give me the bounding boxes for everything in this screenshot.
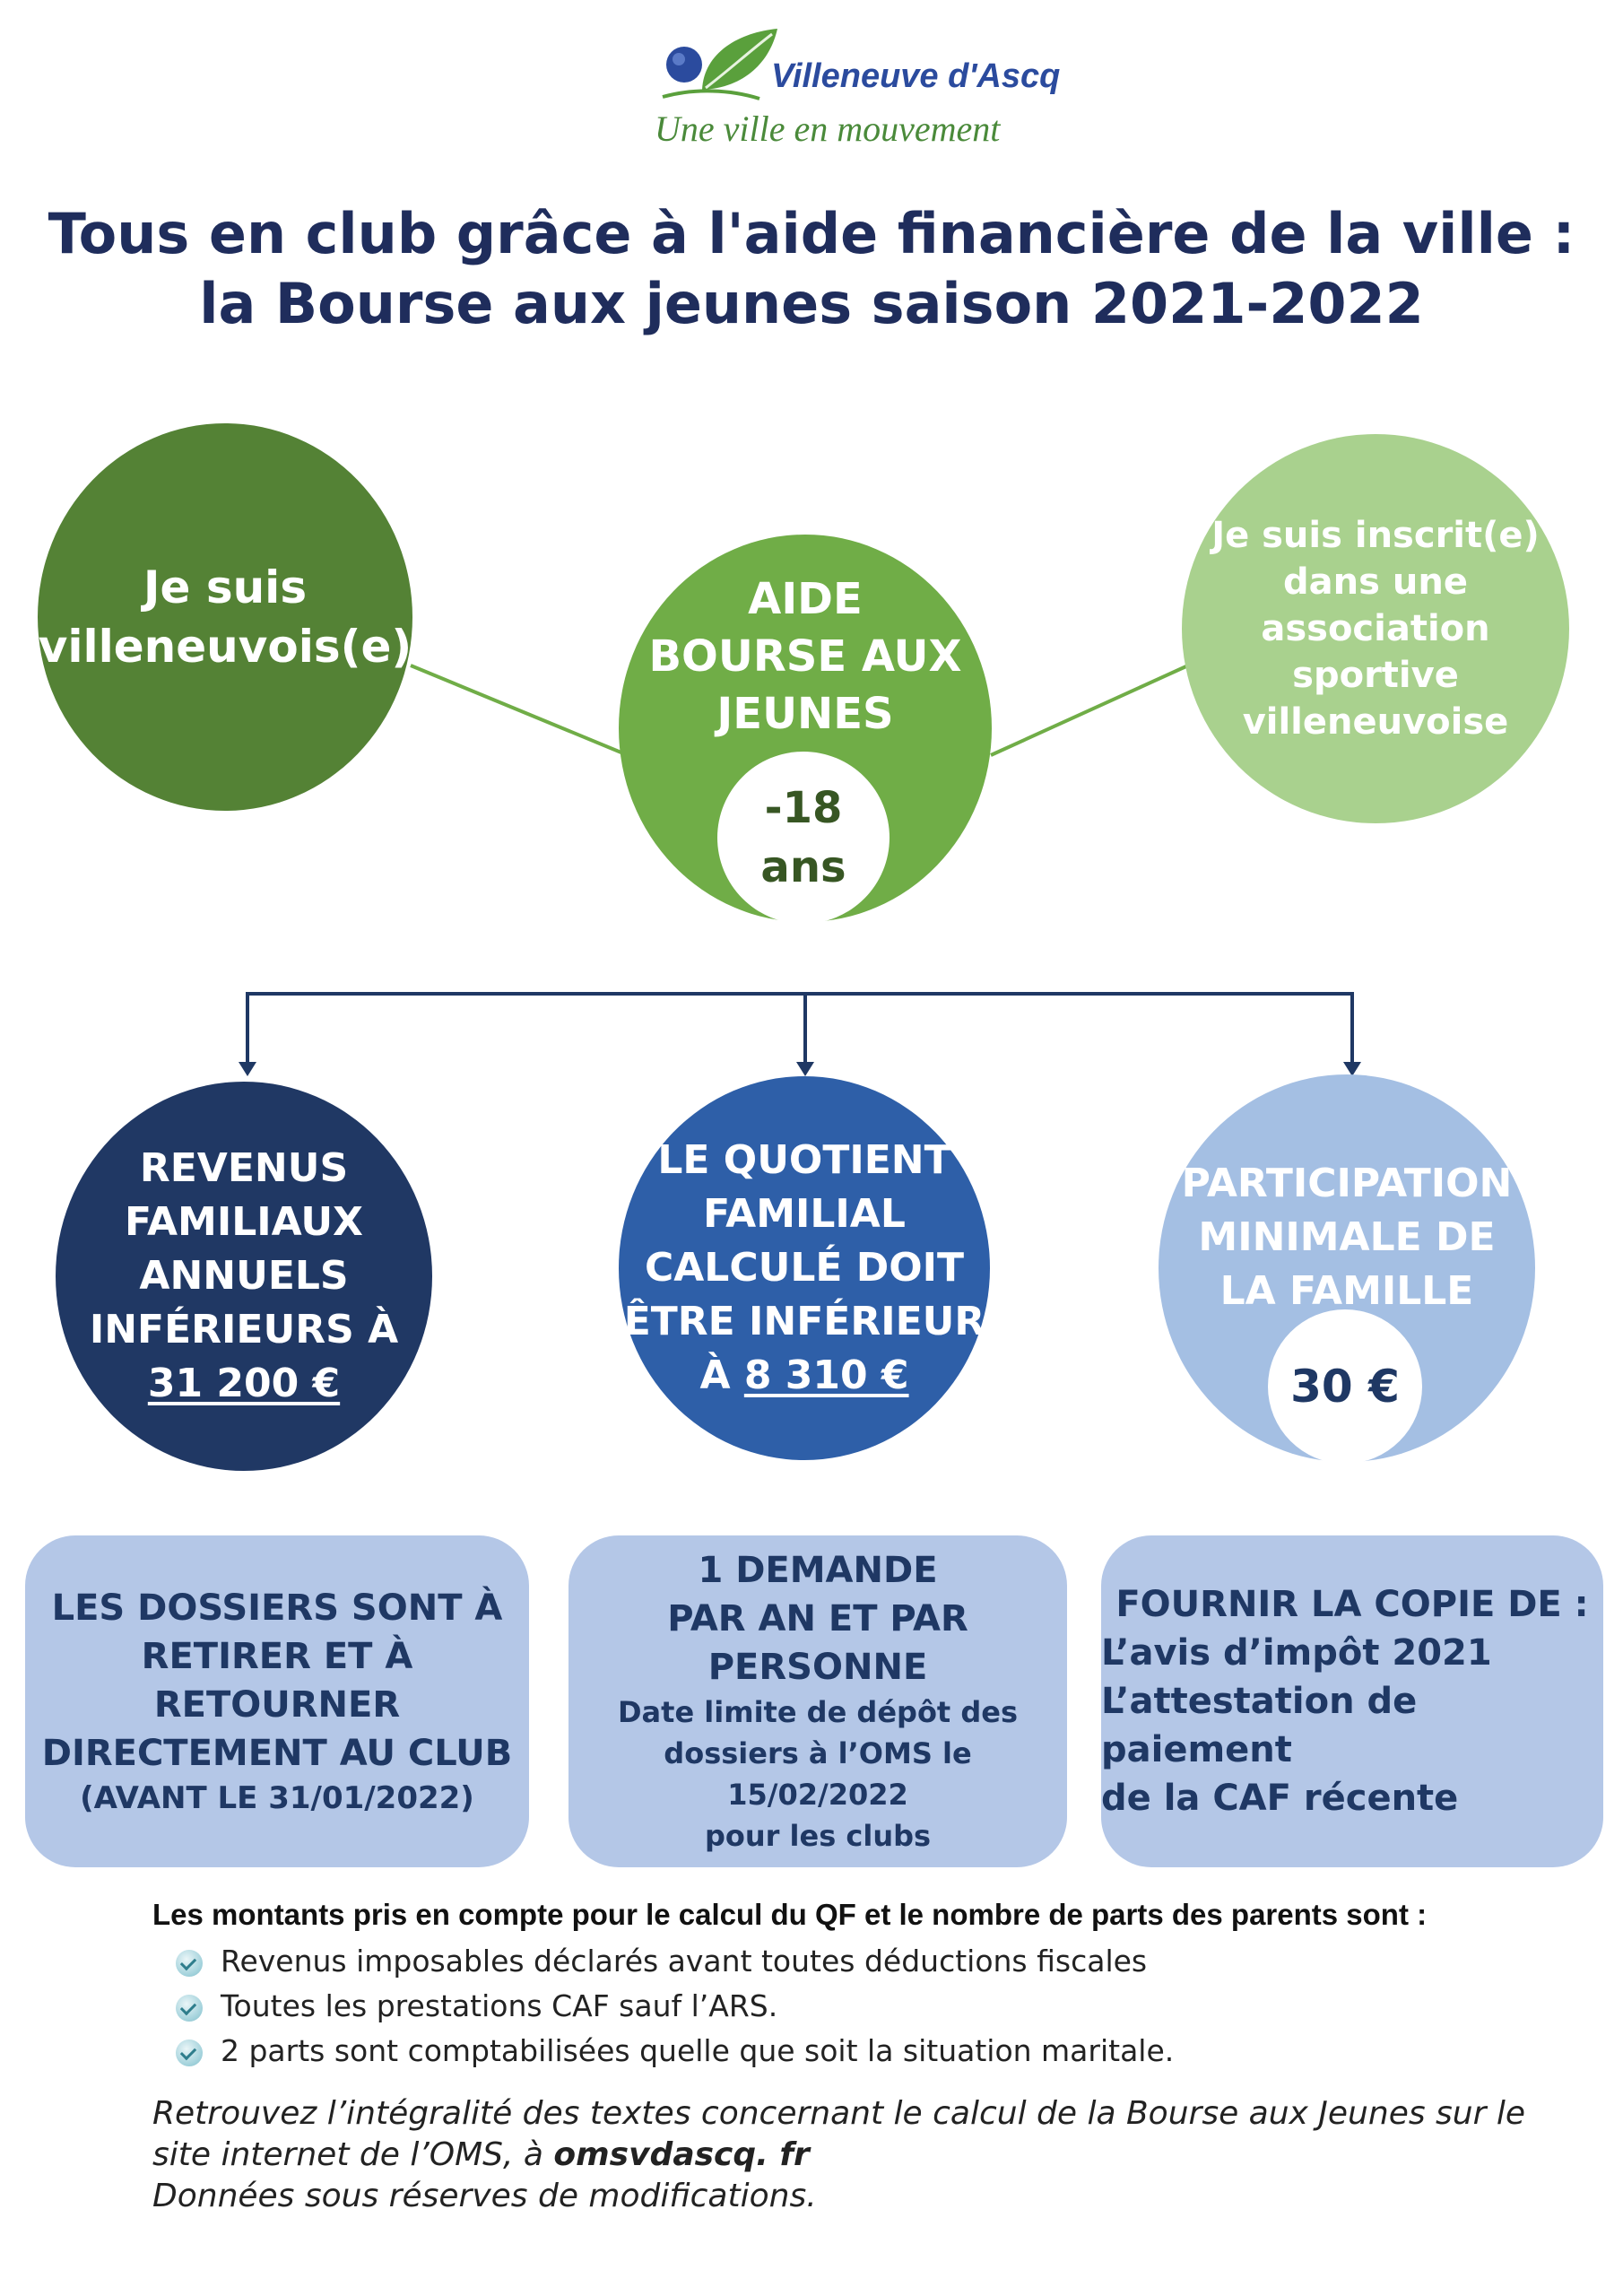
circle-quotient-line-3: CALCULÉ DOIT — [644, 1245, 965, 1291]
age-badge-line-2: ans — [760, 842, 846, 892]
box-documents-line-1: FOURNIR LA COPIE DE : — [1115, 1584, 1589, 1625]
title-line-1: Tous en club grâce à l'aide financière d… — [48, 201, 1575, 266]
notes-list: Revenus imposables déclarés avant toutes… — [176, 1939, 1521, 2074]
footer-line-3: Données sous réserves de modifications. — [152, 2178, 817, 2214]
circle-resident-line-2: villeneuvois(e) — [38, 621, 412, 673]
box-demande-line-1: 1 DEMANDE — [698, 1550, 938, 1591]
checkmark-bullet-icon — [176, 2039, 203, 2066]
logo-tagline: Une ville en mouvement — [655, 109, 1001, 149]
notes-heading: Les montants pris en compte pour le calc… — [152, 1898, 1428, 1931]
circle-quotient-line-4: ÊTRE INFÉRIEUR — [623, 1299, 985, 1344]
income-amount: 31 200 € — [147, 1361, 341, 1406]
circle-participation-line-3: LA FAMILLE — [1219, 1268, 1474, 1314]
logo: Villeneuve d'Ascq Une ville en mouvement — [655, 25, 1060, 151]
circle-club-line-5: villeneuvoise — [1242, 701, 1509, 743]
list-item: 2 parts sont comptabilisées quelle que s… — [176, 2029, 1521, 2074]
page-title: Tous en club grâce à l'aide financière d… — [0, 199, 1623, 339]
box-documents: FOURNIR LA COPIE DE : L’avis d’impôt 202… — [1101, 1535, 1603, 1867]
circle-income-line-4: INFÉRIEURS À — [89, 1307, 399, 1352]
circle-club-line-3: association — [1261, 608, 1490, 649]
circle-club-member: Je suis inscrit(e) dans une association … — [1182, 434, 1569, 823]
circle-aid-line-2: BOURSE AUX — [648, 631, 962, 682]
circle-resident: Je suis villeneuvois(e) — [38, 423, 412, 811]
circle-participation-line-1: PARTICIPATION — [1181, 1161, 1513, 1206]
age-badge: -18 ans — [717, 752, 890, 924]
box-dossiers: LES DOSSIERS SONT À RETIRER ET À RETOURN… — [25, 1535, 529, 1867]
participation-badge: 30 € — [1268, 1309, 1422, 1464]
list-item: Revenus imposables déclarés avant toutes… — [176, 1939, 1521, 1984]
box-demande-line-4: dossiers à l’OMS le 15/02/2022 — [664, 1736, 972, 1812]
age-badge-line-1: -18 — [764, 783, 843, 833]
box-demande: 1 DEMANDE PAR AN ET PAR PERSONNE Date li… — [568, 1535, 1067, 1867]
box-demande-line-5: pour les clubs — [704, 1819, 932, 1853]
notes-item-3: 2 parts sont comptabilisées quelle que s… — [221, 2033, 1175, 2068]
leaf-logo-icon — [662, 29, 777, 100]
box-dossiers-line-1: LES DOSSIERS SONT À — [51, 1587, 503, 1629]
circle-quotient-line-2: FAMILIAL — [703, 1191, 906, 1237]
circle-income-line-3: ANNUELS — [139, 1253, 349, 1299]
footer-line-1: Retrouvez l’intégralité des textes conce… — [152, 2095, 1526, 2132]
box-dossiers-line-4: (AVANT LE 31/01/2022) — [80, 1780, 474, 1816]
circle-club-line-1: Je suis inscrit(e) — [1211, 515, 1540, 556]
notes-item-1: Revenus imposables déclarés avant toutes… — [221, 1944, 1148, 1979]
box-documents-line-4: de la CAF récente — [1101, 1778, 1459, 1819]
circle-income: REVENUS FAMILIAUX ANNUELS INFÉRIEURS À 3… — [56, 1082, 432, 1471]
circle-participation-line-2: MINIMALE DE — [1198, 1214, 1496, 1260]
circle-income-line-1: REVENUS — [139, 1145, 349, 1191]
checkmark-bullet-icon — [176, 1994, 203, 2022]
circle-aid-line-1: AIDE — [748, 574, 863, 624]
circle-quotient-line-1: LE QUOTIENT — [657, 1137, 951, 1183]
footer-line-2: site internet de l’OMS, à omsvdascq. fr — [152, 2135, 1587, 2176]
box-documents-line-3: L’attestation de paiement — [1101, 1681, 1418, 1770]
box-dossiers-line-3: DIRECTEMENT AU CLUB — [41, 1733, 513, 1774]
box-demande-line-3: Date limite de dépôt des — [617, 1695, 1019, 1729]
circle-resident-line-1: Je suis — [143, 561, 308, 613]
title-line-2: la Bourse aux jeunes saison 2021-2022 — [199, 271, 1424, 336]
checkmark-bullet-icon — [176, 1949, 203, 1977]
circle-quotient: LE QUOTIENT FAMILIAL CALCULÉ DOIT ÊTRE I… — [619, 1076, 990, 1460]
box-documents-list: L’avis d’impôt 2021 L’attestation de pai… — [1101, 1629, 1603, 1822]
box-demande-line-2: PAR AN ET PAR PERSONNE — [667, 1598, 968, 1688]
quotient-amount: 8 310 € — [743, 1352, 909, 1398]
circle-club-line-4: sportive — [1292, 655, 1459, 696]
oms-website-link[interactable]: omsvdascq. fr — [553, 2136, 810, 2173]
circle-aid-line-3: JEUNES — [716, 689, 894, 739]
circle-quotient-line-5: À 8 310 € — [699, 1349, 908, 1403]
logo-name: Villeneuve d'Ascq — [771, 57, 1061, 95]
circle-club-line-2: dans une — [1283, 561, 1468, 603]
participation-amount: 30 € — [1290, 1361, 1400, 1413]
notes-item-2: Toutes les prestations CAF sauf l’ARS. — [221, 1988, 778, 2023]
box-dossiers-line-2: RETIRER ET À RETOURNER — [141, 1636, 413, 1726]
footer-line-2-prefix: site internet de l’OMS, à — [152, 2136, 554, 2173]
list-item: Toutes les prestations CAF sauf l’ARS. — [176, 1984, 1521, 2029]
footer: Retrouvez l’intégralité des textes conce… — [152, 2093, 1587, 2217]
quotient-prefix: À — [699, 1352, 744, 1398]
box-documents-line-2: L’avis d’impôt 2021 — [1101, 1632, 1492, 1674]
circle-income-line-2: FAMILIAUX — [125, 1199, 363, 1245]
